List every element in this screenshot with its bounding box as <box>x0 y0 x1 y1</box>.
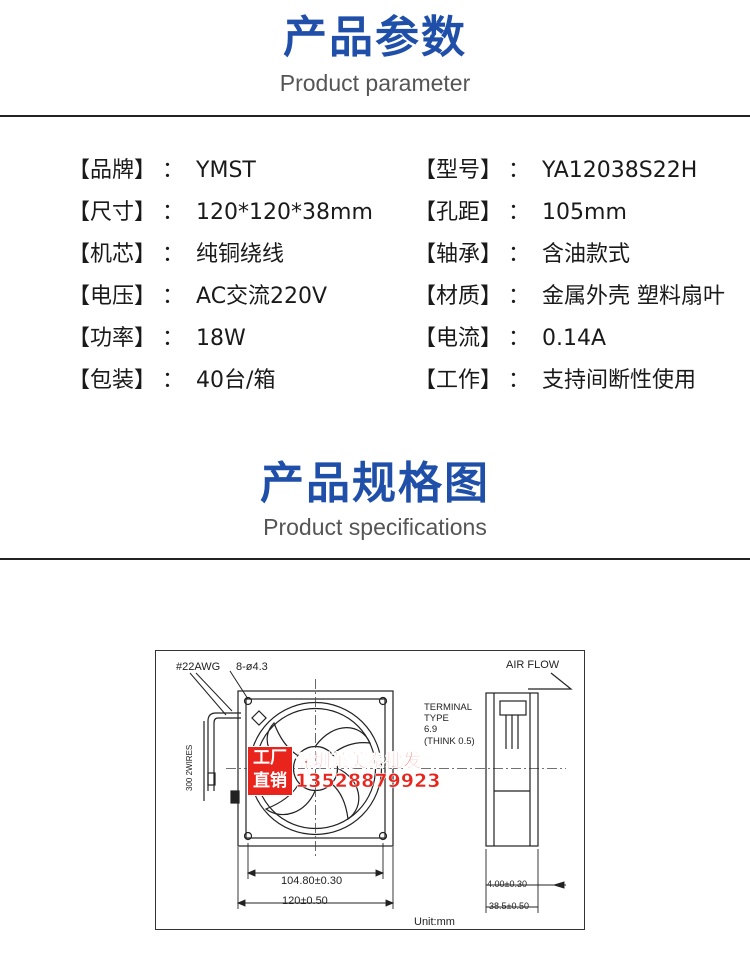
params-section-title: 产品参数 <box>283 12 467 63</box>
param-label: 【尺寸】 <box>68 200 157 225</box>
param-label: 【轴承】 <box>414 242 503 267</box>
params-divider <box>0 115 750 117</box>
param-bearing: 【轴承】：含油款式 <box>414 240 630 270</box>
param-label: 【型号】 <box>414 158 503 183</box>
air-flow-label: AIR FLOW <box>506 659 560 671</box>
param-value: AC交流220V <box>196 284 328 309</box>
param-material: 【材质】：金属外壳 塑料扇叶 <box>414 282 725 312</box>
param-size: 【尺寸】：120*120*38mm <box>68 198 373 228</box>
param-value: 105mm <box>542 200 627 225</box>
param-value: 支持间断性使用 <box>542 368 697 393</box>
param-value: YA12038S22H <box>542 158 698 183</box>
unit-label: Unit:mm <box>414 916 455 928</box>
dim-depth: 38.5±0.50 <box>489 901 529 911</box>
air-flow-arrow <box>528 672 573 690</box>
param-packing: 【包装】：40台/箱 <box>68 366 275 396</box>
dim-terminal: 4.00±0.30 <box>487 879 527 889</box>
terminal-line-2: TYPE <box>424 713 449 724</box>
param-value: 120*120*38mm <box>196 200 373 225</box>
param-hole-spacing: 【孔距】：105mm <box>414 198 627 228</box>
awg-label: #22AWG <box>176 661 220 673</box>
dim-width: 120±0.50 <box>282 895 328 907</box>
terminal-line-3: 6.9 <box>424 724 437 735</box>
param-label: 【机芯】 <box>68 242 157 267</box>
fan-side-view <box>485 692 539 847</box>
param-brand: 【品牌】：YMST <box>68 156 256 186</box>
dim-hole-spacing: 104.80±0.30 <box>281 875 342 887</box>
param-label: 【电流】 <box>414 326 503 351</box>
param-label: 【功率】 <box>68 326 157 351</box>
param-value: 含油款式 <box>542 242 631 267</box>
param-model: 【型号】：YA12038S22H <box>414 156 697 186</box>
param-voltage: 【电压】：AC交流220V <box>68 282 327 312</box>
holes-label: 8-ø4.3 <box>236 661 268 673</box>
param-label: 【电压】 <box>68 284 157 309</box>
param-value: 40台/箱 <box>196 368 276 393</box>
param-value: 18W <box>196 326 246 351</box>
param-value: 纯铜绕线 <box>196 242 285 267</box>
param-core: 【机芯】：纯铜绕线 <box>68 240 284 270</box>
param-value: 金属外壳 塑料扇叶 <box>542 284 726 309</box>
param-label: 【包装】 <box>68 368 157 393</box>
params-section-subtitle: Product parameter <box>279 70 471 96</box>
terminal-line-4: (THINK 0.5) <box>424 736 475 747</box>
param-value: 0.14A <box>542 326 607 351</box>
watermark-phone: 13528879923 <box>295 770 441 793</box>
spec-drawing: #22AWG 8-ø4.3 300 2WIRES TERMINAL TYPE 6… <box>155 650 585 930</box>
terminal-line-1: TERMINAL <box>424 702 472 713</box>
specs-divider <box>0 558 750 560</box>
wires-label: 300 2WIRES <box>185 745 194 791</box>
params-table: 【品牌】：YMST 【尺寸】：120*120*38mm 【机芯】：纯铜绕线 【电… <box>0 150 750 410</box>
specs-section-title: 产品规格图 <box>260 458 490 509</box>
param-label: 【材质】 <box>414 284 503 309</box>
param-label: 【品牌】 <box>68 158 157 183</box>
factory-direct-badge: 工厂 直销 <box>247 746 293 796</box>
param-value: YMST <box>196 158 256 183</box>
param-label: 【工作】 <box>414 368 503 393</box>
specs-section-subtitle: Product specifications <box>263 514 487 540</box>
watermark-company: 深圳莱美泰批发 <box>295 751 422 773</box>
param-current: 【电流】：0.14A <box>414 324 606 354</box>
spec-drawing-svg: #22AWG 8-ø4.3 300 2WIRES TERMINAL TYPE 6… <box>176 659 573 928</box>
param-duty: 【工作】：支持间断性使用 <box>414 366 696 396</box>
param-label: 【孔距】 <box>414 200 503 225</box>
param-power: 【功率】：18W <box>68 324 246 354</box>
